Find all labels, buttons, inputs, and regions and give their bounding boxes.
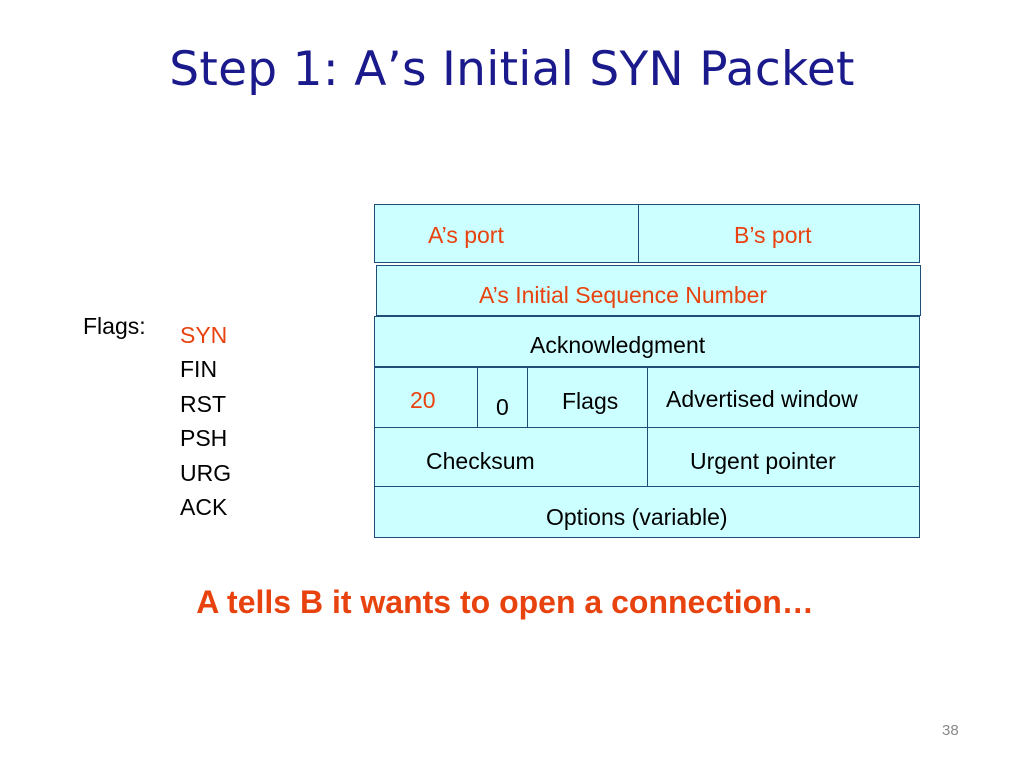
dst-port-label: B’s port: [734, 222, 812, 248]
options-label: Options (variable): [546, 504, 728, 530]
src-port-field: A’s port: [374, 204, 639, 263]
advertised-window-field: Advertised window: [647, 367, 920, 428]
slide-title: Step 1: A’s Initial SYN Packet: [169, 42, 855, 97]
src-port-label: A’s port: [428, 222, 504, 248]
flags-field: Flags: [527, 367, 648, 428]
slide-caption: A tells B it wants to open a connection…: [196, 584, 814, 620]
flags-field-label: Flags: [562, 388, 619, 414]
options-field: Options (variable): [374, 486, 920, 538]
flag-rst: RST: [180, 390, 226, 417]
reserved-field: 0: [477, 367, 528, 428]
checksum-field: Checksum: [374, 427, 648, 487]
sequence-number-field: A’s Initial Sequence Number: [376, 265, 921, 316]
sequence-number-label: A’s Initial Sequence Number: [479, 282, 768, 308]
header-length-field: 20: [374, 367, 478, 428]
acknowledgment-label: Acknowledgment: [530, 332, 706, 358]
flag-list: SYN FIN RST PSH URG ACK: [180, 318, 231, 524]
dst-port-field: B’s port: [638, 204, 920, 263]
flag-psh: PSH: [180, 425, 228, 452]
urgent-pointer-label: Urgent pointer: [690, 448, 836, 474]
flag-ack: ACK: [180, 494, 228, 521]
page-number: 38: [942, 722, 959, 739]
flags-label: Flags:: [83, 313, 146, 339]
flag-fin: FIN: [180, 356, 218, 383]
urgent-pointer-field: Urgent pointer: [647, 427, 920, 487]
header-length-value: 20: [410, 387, 436, 413]
advertised-window-label: Advertised window: [666, 386, 858, 412]
flag-urg: URG: [180, 459, 232, 486]
flag-syn: SYN: [180, 322, 228, 348]
checksum-label: Checksum: [426, 448, 535, 474]
acknowledgment-field: Acknowledgment: [374, 316, 920, 367]
reserved-value: 0: [496, 394, 509, 420]
